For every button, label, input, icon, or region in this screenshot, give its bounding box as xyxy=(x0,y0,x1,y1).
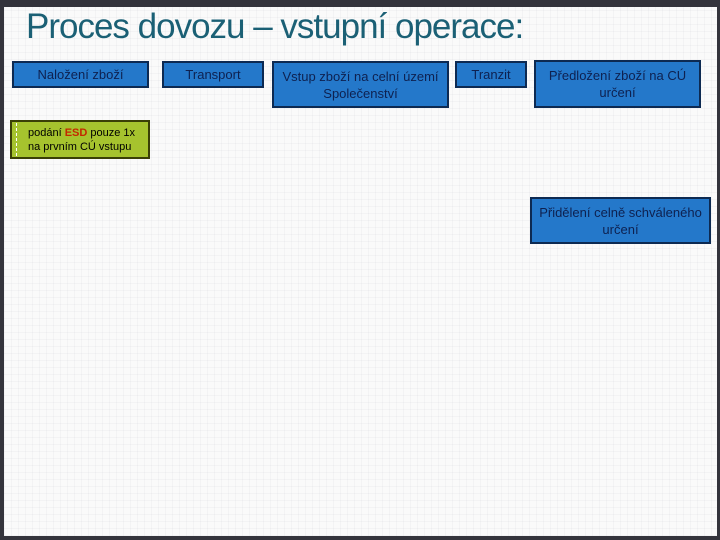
dashed-line xyxy=(16,123,17,156)
flow-box-transport: Transport xyxy=(162,61,264,88)
flow-box-predlozeni-zbozi: Předložení zboží na CÚ určení xyxy=(534,60,701,108)
flow-box-prideleni-urceni: Přidělení celně schváleného určení xyxy=(530,197,711,244)
note-middle: pouze 1x xyxy=(87,126,136,139)
flow-box-label: Transport xyxy=(185,67,241,82)
flow-box-nalozeni-zbozi: Naložení zboží xyxy=(12,61,149,88)
flow-box-label: Vstup zboží na celní území Společenství xyxy=(282,68,439,101)
note-text: podání ESD pouze 1x na prvním CÚ vstupu xyxy=(12,126,135,154)
flow-box-label: Přidělení celně schváleného určení xyxy=(539,204,702,237)
flow-box-label: Tranzit xyxy=(471,67,511,82)
flow-box-vstup-zbozi: Vstup zboží na celní území Společenství xyxy=(272,61,449,108)
flow-box-tranzit: Tranzit xyxy=(455,61,527,88)
flow-box-label: Předložení zboží na CÚ určení xyxy=(548,68,687,100)
flow-box-label: Naložení zboží xyxy=(37,67,124,82)
note-line-1: podání ESD pouze 1x xyxy=(28,126,135,140)
slide-title: Proces dovozu – vstupní operace: xyxy=(26,7,524,46)
note-line-2: na prvním CÚ vstupu xyxy=(28,140,132,153)
note-prefix: podání xyxy=(28,126,65,139)
note-esd-highlight: ESD xyxy=(64,126,88,139)
note-esd-callout: podání ESD pouze 1x na prvním CÚ vstupu xyxy=(10,120,150,159)
slide-canvas: Proces dovozu – vstupní operace: Naložen… xyxy=(4,7,717,536)
